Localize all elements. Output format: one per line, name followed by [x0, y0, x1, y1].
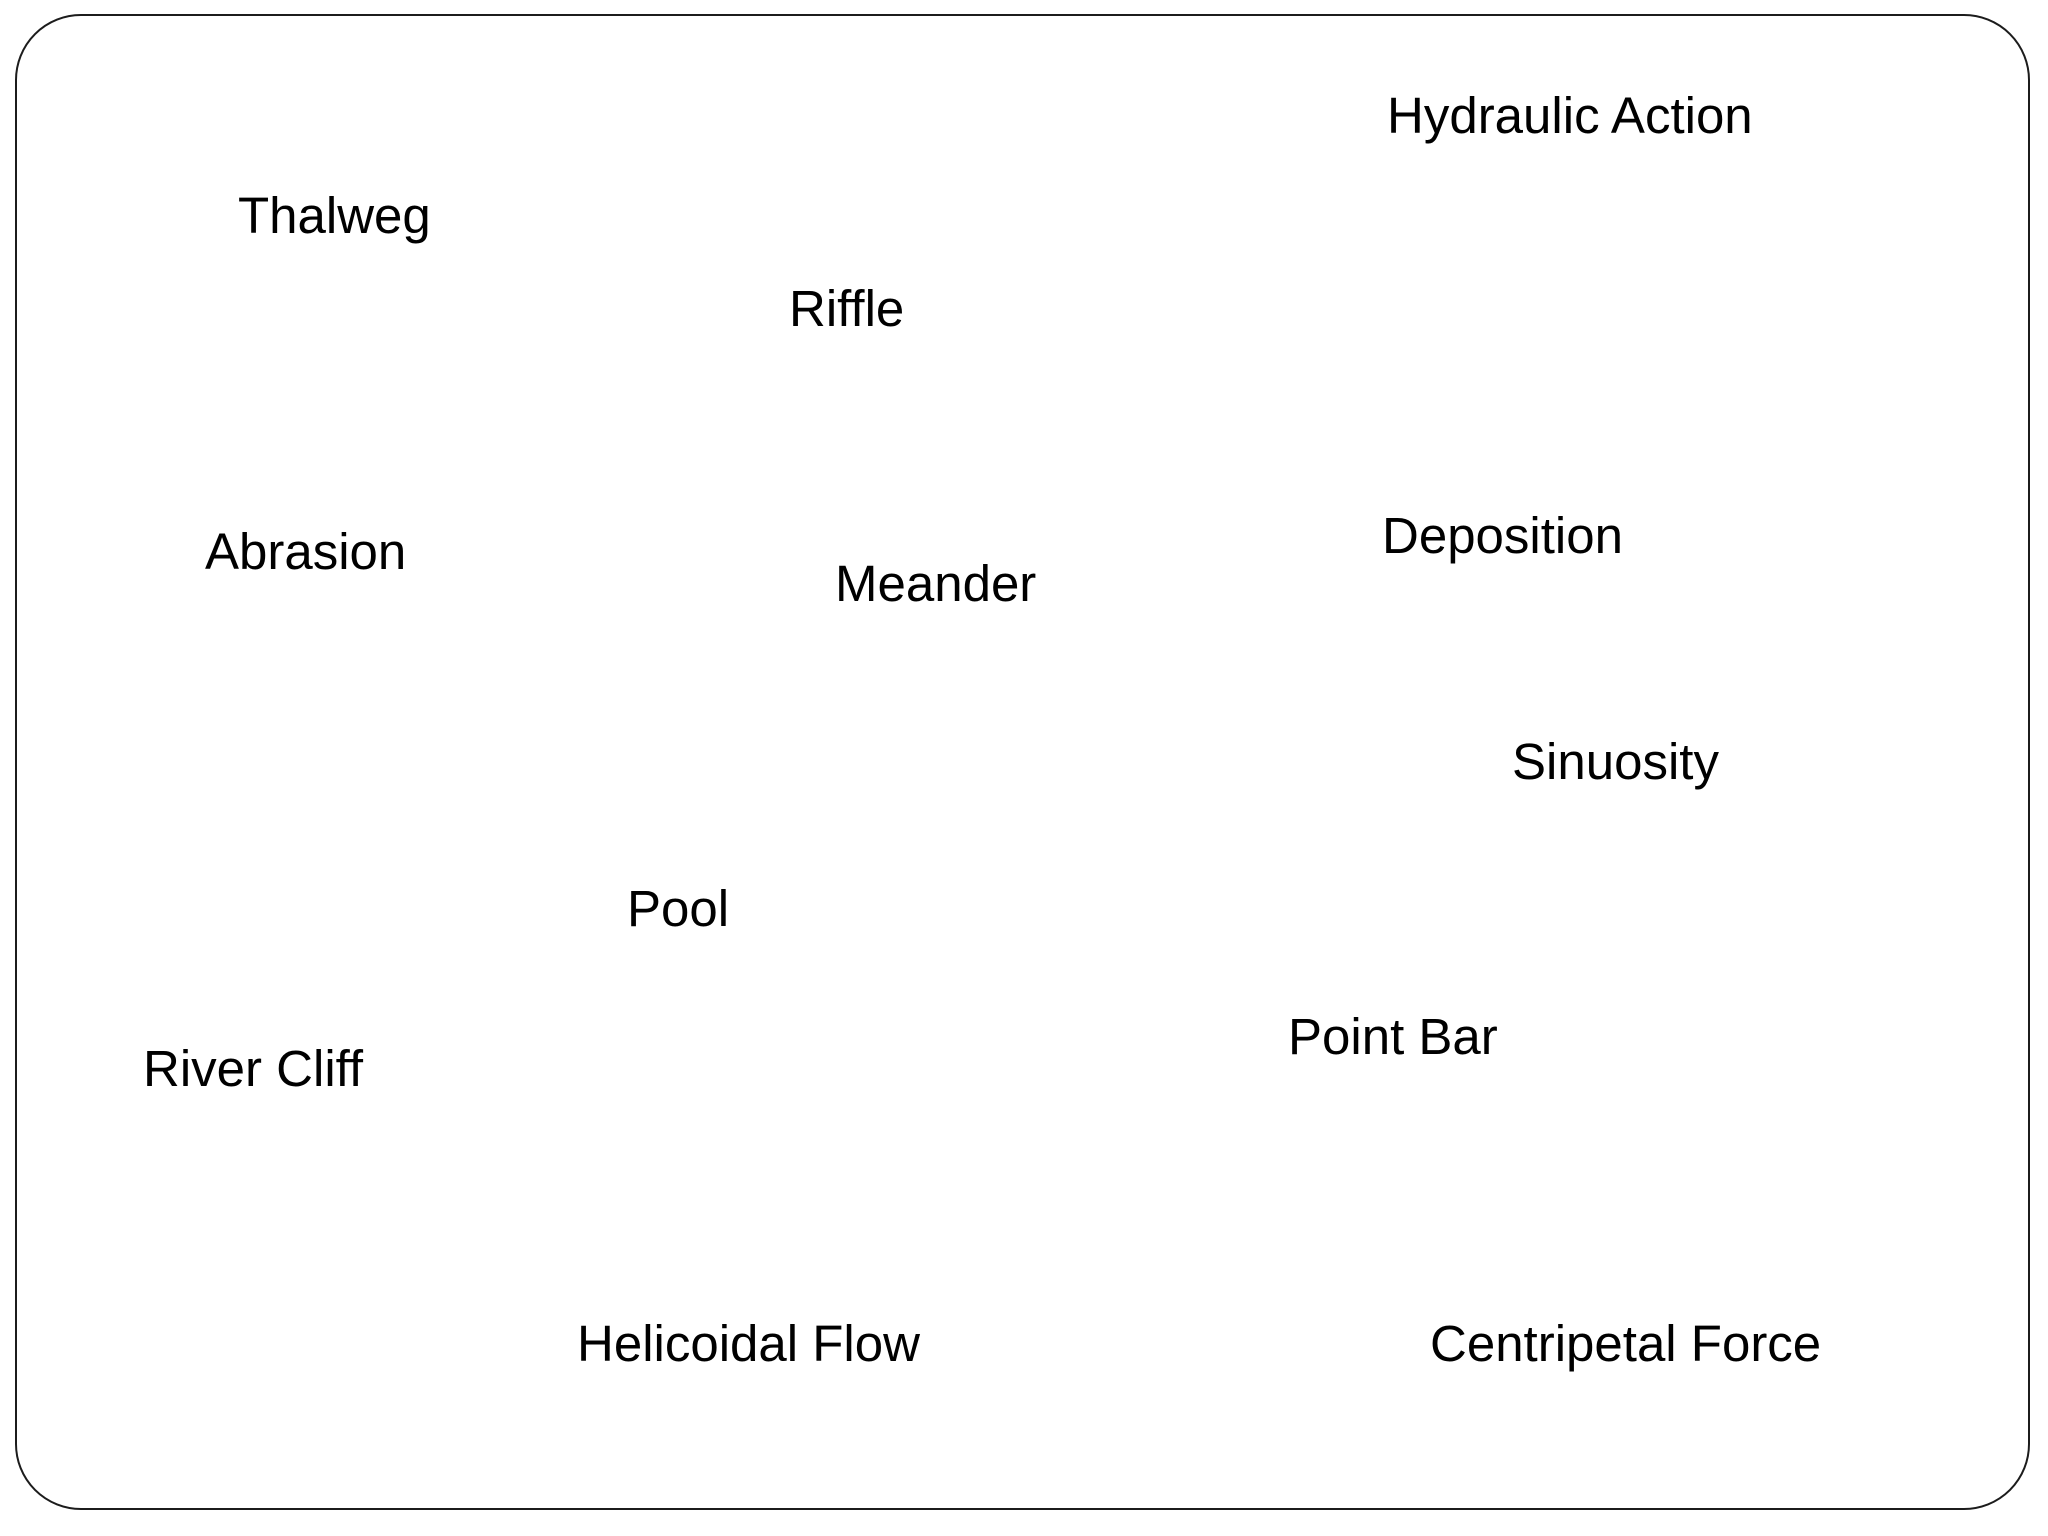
label-pool: Pool: [627, 880, 730, 937]
label-riffle: Riffle: [789, 280, 905, 337]
label-river-cliff: River Cliff: [143, 1040, 364, 1097]
label-centripetal-force: Centripetal Force: [1430, 1315, 1822, 1372]
label-thalweg: Thalweg: [238, 187, 431, 244]
label-helicoidal-flow: Helicoidal Flow: [577, 1315, 920, 1372]
slide-border-frame: [15, 14, 2030, 1510]
label-point-bar: Point Bar: [1288, 1008, 1498, 1065]
label-sinuosity: Sinuosity: [1512, 733, 1719, 790]
label-hydraulic-action: Hydraulic Action: [1387, 87, 1753, 144]
label-deposition: Deposition: [1382, 507, 1623, 564]
label-abrasion: Abrasion: [205, 523, 407, 580]
label-meander: Meander: [835, 555, 1037, 612]
